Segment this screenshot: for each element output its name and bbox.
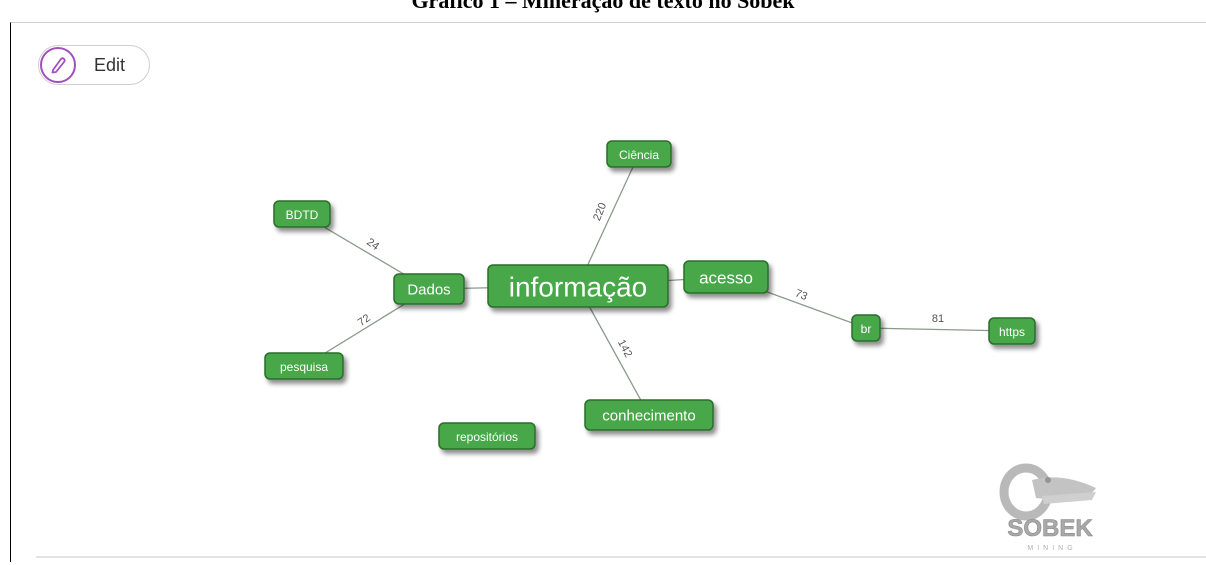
node-box-ciencia	[606, 140, 672, 168]
edge-weight-acesso-br: 73	[793, 287, 809, 303]
figure-caption: Gráfico 1 – Mineração de texto no Sobek	[411, 0, 795, 13]
node-box-bdtd	[273, 200, 331, 228]
node-conhecimento[interactable]: conhecimento	[584, 399, 714, 431]
logo-wordmark: SOBEK	[1007, 515, 1093, 542]
edit-button-label: Edit	[94, 54, 126, 75]
node-bdtd[interactable]: BDTD	[273, 200, 331, 228]
node-box-repositorios	[438, 422, 536, 450]
node-label-repositorios: repositórios	[456, 430, 518, 444]
edit-button[interactable]: Edit	[38, 45, 150, 85]
node-label-pesquisa: pesquisa	[280, 360, 328, 374]
node-repositorios[interactable]: repositórios	[438, 422, 536, 450]
node-br[interactable]: br	[851, 314, 881, 342]
logo-subtext: MINING	[1027, 545, 1076, 552]
edge-br-https	[865, 327, 1013, 332]
node-label-ciencia: Ciência	[619, 148, 659, 162]
node-https[interactable]: https	[988, 317, 1036, 345]
node-label-dados: Dados	[407, 282, 450, 299]
node-informacao[interactable]: informação	[487, 264, 669, 308]
node-box-acesso	[683, 260, 769, 294]
node-box-informacao	[487, 264, 669, 308]
node-acesso[interactable]: acesso	[683, 260, 769, 294]
edge-informacao-ciencia	[577, 153, 640, 287]
node-box-https	[988, 317, 1036, 345]
node-box-dados	[393, 273, 465, 305]
panel-bottom-border	[36, 556, 1206, 558]
edge-weight-bdtd-dados: 24	[364, 236, 381, 253]
edge-weight-pesquisa-dados: 72	[356, 312, 373, 329]
node-pesquisa[interactable]: pesquisa	[264, 352, 344, 380]
edge-weight-informacao-conhecimento: 142	[615, 338, 634, 360]
node-box-conhecimento	[584, 399, 714, 431]
node-label-acesso: acesso	[699, 269, 753, 288]
node-label-bdtd: BDTD	[286, 208, 319, 222]
sobek-logo: SOBEK MINING	[992, 458, 1107, 552]
node-label-informacao: informação	[509, 272, 648, 303]
node-label-https: https	[999, 325, 1025, 339]
node-dados[interactable]: Dados	[393, 273, 465, 305]
node-box-br	[851, 314, 881, 342]
pencil-icon	[40, 47, 76, 83]
node-box-pesquisa	[264, 352, 344, 380]
node-ciencia[interactable]: Ciência	[606, 140, 672, 168]
edge-weight-br-https: 81	[932, 313, 944, 325]
node-label-br: br	[861, 322, 872, 336]
edge-weight-informacao-ciencia: 220	[591, 201, 609, 223]
node-label-conhecimento: conhecimento	[602, 408, 695, 425]
